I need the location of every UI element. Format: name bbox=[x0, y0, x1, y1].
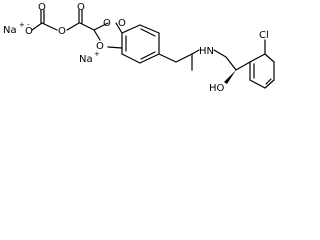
side-chain bbox=[158, 49, 237, 71]
hydroxyl-label: HO bbox=[209, 83, 225, 94]
carbonate-group bbox=[31, 9, 80, 31]
dioxole-oxygen-top-label: O bbox=[118, 18, 126, 29]
chemical-structure-diagram: Na + O - O O O O O O Na + HN HO Cl bbox=[3, 2, 275, 94]
dioxole-ring bbox=[93, 22, 123, 49]
dioxole-oxygen-bottom-label: O bbox=[96, 41, 104, 52]
sodium-charge-2: + bbox=[94, 50, 100, 58]
sodium-label-2: Na bbox=[79, 54, 93, 65]
sodium-label-1: Na bbox=[3, 25, 17, 36]
hydroxyl-stereocenter bbox=[224, 61, 251, 84]
chlorophenyl-ring bbox=[249, 39, 275, 89]
sodium-charge-1: + bbox=[19, 21, 25, 29]
carboxylate-charge: - bbox=[27, 21, 30, 29]
ester-ring-oxygen-label: O bbox=[103, 18, 111, 29]
amine-label: HN bbox=[199, 46, 214, 57]
carbonate-bridge-oxygen-label: O bbox=[58, 26, 66, 37]
benzo-ring bbox=[121, 24, 160, 64]
carbonate-carbonyl-oxygen-label: O bbox=[38, 2, 46, 13]
ester-carbonyl-oxygen-label: O bbox=[77, 2, 85, 13]
chlorine-label: Cl bbox=[259, 30, 269, 41]
ester-group bbox=[78, 9, 95, 31]
carboxylate-oxygen-label: O bbox=[25, 26, 33, 37]
